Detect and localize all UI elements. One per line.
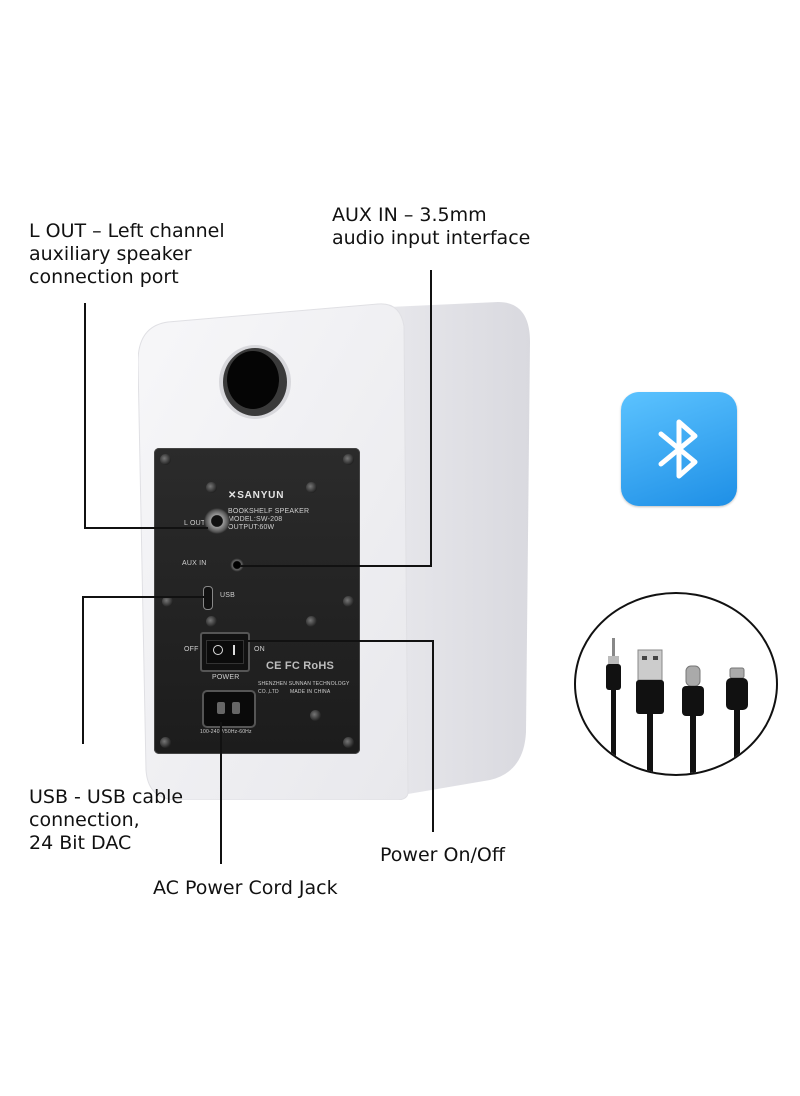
bluetooth-icon — [658, 419, 698, 479]
screw — [343, 454, 354, 465]
power-callout: Power On/Off — [380, 844, 505, 866]
power-switch[interactable] — [200, 632, 250, 672]
screw — [160, 454, 171, 465]
aux-3.5mm-plug-icon — [606, 638, 621, 774]
bass-port — [219, 345, 291, 419]
l-out-callout: L OUT – Left channel auxiliary speaker c… — [29, 220, 225, 288]
panel-label-product: BOOKSHELF SPEAKER — [228, 508, 310, 515]
back-panel: ✕SANYUN BOOKSHELF SPEAKER MODEL:SW-208 O… — [154, 448, 360, 754]
screw — [162, 596, 173, 607]
on-label: ON — [254, 646, 265, 653]
micro-usb-plug-icon — [726, 667, 748, 774]
usb-a-plug-icon — [636, 649, 664, 774]
cable-plugs-illustration — [606, 638, 748, 774]
usb-c-plug-icon — [682, 665, 704, 774]
screw — [343, 596, 354, 607]
l-out-leader-vertical — [84, 303, 86, 528]
l-out-port[interactable] — [204, 508, 230, 534]
bluetooth-badge — [621, 392, 737, 506]
usb-callout: USB - USB cable connection, 24 Bit DAC — [29, 786, 184, 854]
panel-label-output: OUTPUT:60W — [228, 524, 275, 531]
cert-marks: CE FC RoHS — [266, 660, 334, 672]
screw — [206, 616, 217, 627]
l-out-port-label: L OUT — [184, 520, 206, 527]
off-symbol-icon — [213, 645, 223, 655]
brand-logo: ✕SANYUN — [228, 490, 285, 501]
power-rocker — [206, 640, 244, 664]
aux-in-port-label: AUX IN — [182, 560, 207, 567]
screw — [310, 710, 321, 721]
ac-callout: AC Power Cord Jack — [153, 877, 338, 899]
power-leader-horizontal — [248, 640, 432, 642]
manufacturer-label: SHENZHEN SUNNAN TECHNOLOGY CO.,LTD — [258, 681, 350, 695]
on-symbol-icon — [233, 645, 235, 655]
screw — [306, 616, 317, 627]
screw — [306, 482, 317, 493]
screw — [343, 737, 354, 748]
brand-name: SANYUN — [237, 490, 285, 501]
aux-in-jack[interactable] — [230, 558, 244, 572]
ac-pin — [232, 702, 240, 714]
ac-power-jack[interactable] — [202, 690, 256, 728]
off-label: OFF — [184, 646, 199, 653]
ac-pin — [217, 702, 225, 714]
panel-label-model: MODEL:SW-208 — [228, 516, 283, 523]
usb-port-label: USB — [220, 592, 235, 599]
l-out-leader-horizontal — [84, 527, 208, 529]
aux-in-leader-horizontal — [240, 565, 432, 567]
usb-c-port[interactable] — [203, 586, 213, 610]
aux-in-leader-vertical — [430, 270, 432, 566]
aux-in-callout: AUX IN – 3.5mm audio input interface — [332, 204, 531, 249]
made-in-label: MADE IN CHINA — [290, 689, 331, 695]
brand-mark-icon: ✕ — [228, 490, 238, 501]
usb-leader-vertical — [82, 596, 84, 744]
screw — [160, 737, 171, 748]
power-label: POWER — [212, 674, 240, 681]
usb-leader-horizontal — [82, 596, 206, 598]
power-leader-vertical — [432, 640, 434, 832]
screw — [206, 482, 217, 493]
included-cables — [574, 592, 778, 776]
voltage-label: 100-240V/50Hz-60Hz — [200, 729, 252, 735]
ac-leader-vertical — [220, 722, 222, 864]
